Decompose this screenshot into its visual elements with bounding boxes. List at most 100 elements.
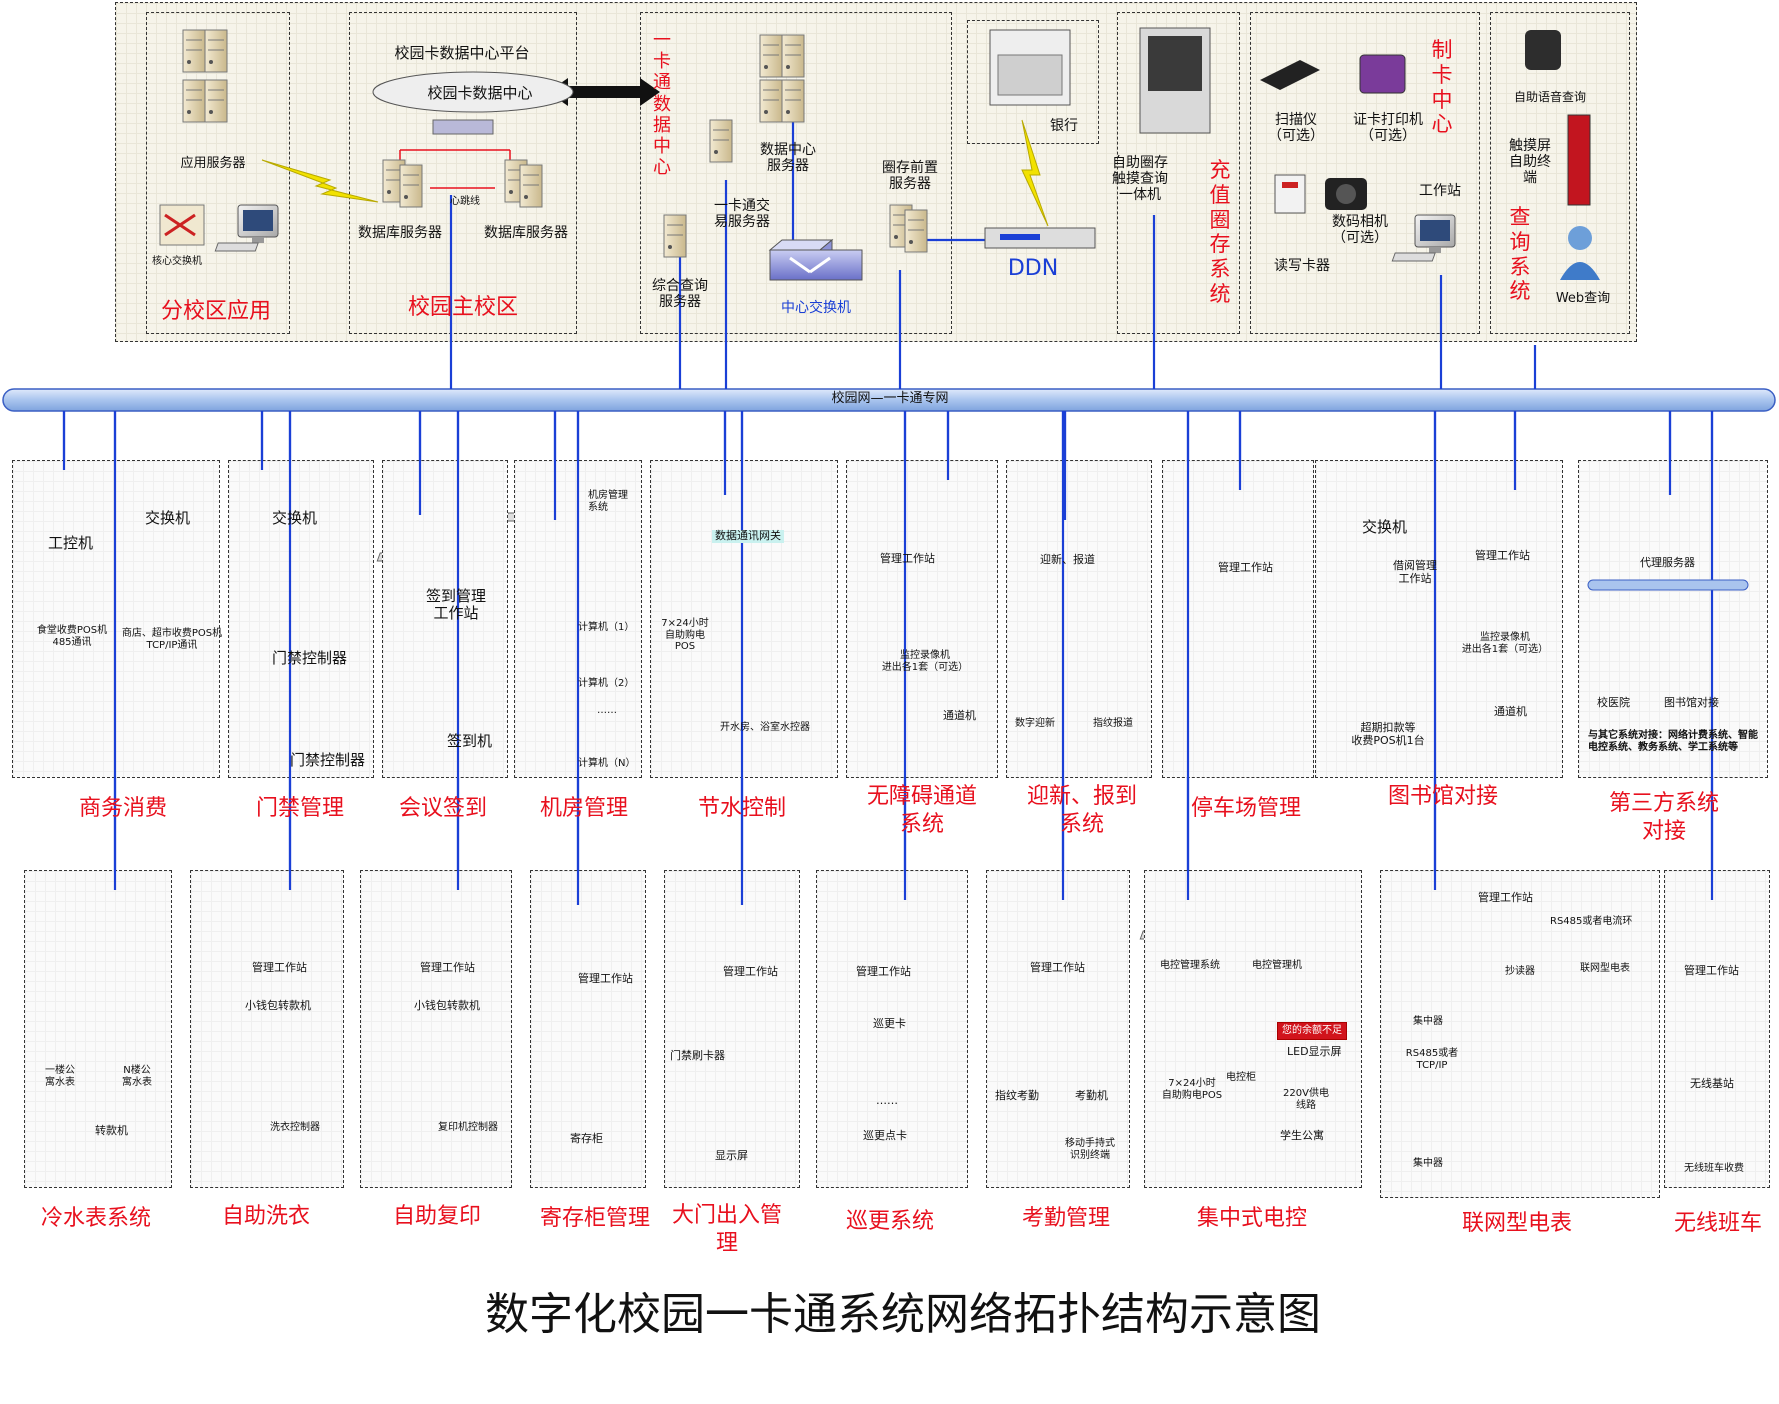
dc-title: 一卡通数据中心: [653, 30, 671, 179]
elec-cabinet-label: 电控柜: [1226, 1072, 1256, 1083]
ddn-label: DDN: [1007, 256, 1059, 281]
panel-attendance: [986, 870, 1130, 1188]
data-center-box: [640, 12, 952, 334]
water-title: 节水控制: [697, 796, 787, 821]
library-switch-label: 交换机: [1362, 518, 1408, 536]
patrol-pc-label: 管理工作站: [856, 965, 911, 978]
netmeter-title: 联网型电表: [1461, 1211, 1573, 1236]
center-label: 校园卡数据中心: [427, 84, 533, 102]
bank-box: [967, 20, 1099, 144]
scanner-icon: [1260, 60, 1320, 90]
shop-pos-label: 商店、超市收费POS机 TCP/IP通讯: [121, 628, 223, 651]
panel-electric: [1144, 870, 1362, 1188]
panel-thirdparty: [1578, 460, 1768, 778]
library-mgmt-label: 管理工作站: [1475, 549, 1530, 562]
lab-title: 机房管理: [539, 796, 629, 821]
patrol-title: 巡更系统: [845, 1209, 935, 1234]
panel-copy: [360, 870, 512, 1188]
gateway-label: 数据通讯网关: [712, 529, 784, 543]
signin-machine-label: 签到机: [447, 732, 493, 750]
patrol-point-label: 巡更点卡: [863, 1129, 907, 1142]
camera-icon: [1325, 178, 1367, 210]
app-server-icon: [182, 29, 228, 123]
access-ctrl-2-label: 门禁控制器: [290, 751, 366, 769]
switch-label: 中心交换机: [781, 300, 851, 316]
water-meter-n-label: N楼公 寓水表: [122, 1065, 152, 1088]
main-title: 校园主校区: [407, 295, 519, 320]
library-borrow-label: 借阅管理 工作站: [1393, 559, 1437, 585]
query-system-box: [1490, 12, 1630, 334]
panel-barrier: [846, 460, 998, 778]
branch-title: 分校区应用: [160, 299, 272, 324]
library-dock-label: 图书馆对接: [1664, 696, 1719, 709]
signin-workstation-label: 签到管理 工作站: [425, 587, 487, 623]
fingerprint-reg-label: 指纹报道: [1093, 718, 1133, 729]
web-label: Web查询: [1555, 291, 1611, 306]
water-ctrl-label: 开水房、浴室水控器: [720, 722, 810, 733]
bank-label: 银行: [1050, 118, 1078, 134]
display-label: 显示屏: [715, 1149, 748, 1162]
canteen-pos-label: 食堂收费POS机 485通讯: [36, 625, 108, 648]
elec-mgmt-label: 电控管理机: [1252, 960, 1302, 971]
copy-pc-label: 管理工作站: [420, 961, 475, 974]
copy-ctrl-label: 复印机控制器: [438, 1122, 498, 1133]
power-pos-label: 7×24小时 自助购电 POS: [661, 618, 709, 652]
dorm-label: 学生公寓: [1280, 1129, 1324, 1142]
panel-locker: [530, 870, 646, 1188]
center-switch-icon: [769, 239, 863, 281]
ddn-icon: [984, 227, 1096, 249]
panel-gate: [664, 870, 800, 1188]
lab-system-label: 机房管理 系统: [588, 490, 628, 513]
lab-pc-1-label: 计算机（1）: [578, 622, 635, 633]
query-title: 查询系统: [1509, 205, 1531, 304]
water-meter-1-label: 一楼公 寓水表: [45, 1065, 75, 1088]
copy-title: 自助复印: [392, 1204, 482, 1229]
trade-server-icon: [709, 119, 733, 163]
welcome-label: 迎新、报道: [1040, 553, 1095, 566]
thirdparty-note: 与其它系统对接：网络计费系统、智能电控系统、教务系统、学工系统等: [1588, 730, 1758, 753]
digital-welcome-label: 数字迎新: [1015, 718, 1055, 729]
copy-wallet-label: 小钱包转款机: [414, 999, 480, 1012]
card-reader-icon: [1274, 174, 1306, 214]
wirelessbus-title: 无线班车: [1673, 1211, 1763, 1236]
diagram-title: 数字化校园一卡通系统网络拓扑结构示意图: [485, 1289, 1321, 1340]
patrol-card-label: 巡更卡: [873, 1017, 906, 1030]
locker-pc-label: 管理工作站: [578, 972, 633, 985]
bus-terminal-label: 无线班车收费: [1684, 1163, 1744, 1174]
touch-label: 触摸屏 自助终 端: [1509, 138, 1551, 187]
laundry-title: 自助洗衣: [221, 1204, 311, 1229]
rs485-current-label: RS485或者电流环: [1550, 916, 1633, 927]
panel-coldwater: [24, 870, 172, 1188]
panel-library: [1315, 460, 1563, 778]
commerce-title: 商务消费: [78, 796, 168, 821]
balance-banner: 您的余额不足: [1277, 1022, 1347, 1040]
pc-branch-icon: [214, 204, 279, 252]
barrier-title: 无障碍通道 系统: [866, 784, 978, 837]
barrier-camera-label: 监控录像机 进出各1套（可选）: [881, 650, 969, 673]
branch-campus-box: [146, 12, 290, 334]
panel-welcome: [1006, 460, 1152, 778]
fingerprint-attend-label: 指纹考勤: [995, 1089, 1039, 1102]
led-label: LED显示屏: [1287, 1045, 1342, 1058]
recharge-title: 充值圈存系统: [1209, 158, 1231, 306]
laundry-wallet-label: 小钱包转款机: [245, 999, 311, 1012]
db2-label: 数据库服务器: [484, 225, 568, 241]
phone-icon: [1525, 30, 1561, 70]
transfer-label: 转款机: [95, 1124, 128, 1137]
core-switch-icon: [159, 204, 205, 246]
card-printer-icon: [1359, 54, 1406, 94]
laundry-pc-label: 管理工作站: [252, 961, 307, 974]
data-center-disk-icon: [372, 71, 574, 113]
recharge-box: [1117, 12, 1240, 334]
elec-pos-label: 7×24小时 自助购电POS: [1161, 1078, 1223, 1101]
pre-server-label: 圈存前置 服务器: [882, 160, 938, 193]
panel-wirelessbus: [1664, 870, 1770, 1188]
locker-title: 寄存柜管理: [539, 1206, 651, 1231]
meeting-title: 会议签到: [398, 796, 488, 821]
attend-machine-label: 考勤机: [1075, 1089, 1108, 1102]
concentrator-1-label: 集中器: [1413, 1016, 1443, 1027]
panel-meeting: [382, 460, 508, 778]
lab-pc-2-label: 计算机（2）: [578, 678, 635, 689]
panel-patrol: [816, 870, 968, 1188]
dc-server-label: 数据中心 服务器: [760, 142, 816, 175]
